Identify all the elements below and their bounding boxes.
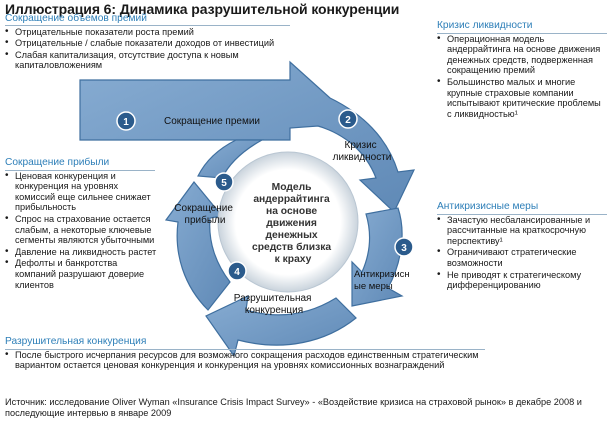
list-item: Спрос на страхование остается слабым, а … — [5, 214, 160, 246]
list-item: Ценовая конкуренция и конкуренция на уро… — [5, 171, 160, 213]
box-liquidity-crisis-divider — [437, 33, 607, 34]
box-profit-decline-title: Сокращение прибыли — [5, 157, 110, 168]
box-destructive-competition-title: Разрушительная конкуренция — [5, 336, 147, 347]
cycle-arrow-segment-5 — [164, 181, 231, 311]
box-anticrisis-measures: Антикризисные меры Зачастую несбалансиро… — [437, 201, 609, 292]
box-anticrisis-measures-divider — [437, 214, 607, 215]
cycle-arrow-segment-connector — [197, 139, 265, 179]
list-item: Отрицательные / слабые показатели доходо… — [5, 38, 295, 49]
step-4-label: Разрушительная конкуренция — [234, 293, 314, 316]
step-2: 2 — [338, 109, 358, 129]
source-note: Источник: исследование Oliver Wyman «Ins… — [5, 397, 582, 418]
svg-text:3: 3 — [401, 243, 407, 254]
box-profit-decline-divider — [5, 170, 155, 171]
step-3-label: Антикризисн ые меры — [354, 269, 412, 292]
cycle-arrow-segment-4 — [205, 294, 357, 358]
list-item: Не приводят к стратегическому дифференци… — [437, 270, 609, 291]
step-3: 3 — [394, 237, 414, 257]
list-item: Большинство малых и многие крупные страх… — [437, 77, 607, 119]
page-title: Иллюстрация 6: Динамика разрушительной к… — [5, 1, 400, 17]
list-item: Отрицательные показатели роста премий — [5, 27, 295, 38]
center-text: Модель андеррайтинга на основе движения … — [252, 182, 334, 265]
box-destructive-competition: Разрушительная конкуренция После быстрог… — [5, 336, 487, 372]
svg-text:5: 5 — [221, 178, 227, 189]
step-2-label: Кризис ликвидности — [333, 140, 392, 163]
box-profit-decline: Сокращение прибыли Ценовая конкуренция и… — [5, 157, 160, 291]
list-item: Давление на ликвидность растет — [5, 247, 160, 258]
step-5-label: Сокращение прибыли — [174, 203, 235, 226]
center-circle — [217, 151, 359, 293]
box-premium-decline-divider — [5, 25, 290, 26]
box-liquidity-crisis-title: Кризис ликвидности — [437, 20, 533, 31]
list-item: Зачастую несбалансированные и рассчитанн… — [437, 215, 609, 247]
step-1-label: Сокращение премии — [164, 116, 260, 127]
svg-text:1: 1 — [123, 117, 129, 128]
list-item: После быстрого исчерпания ресурсов для в… — [5, 350, 487, 371]
box-liquidity-crisis: Кризис ликвидности Операционная модель а… — [437, 20, 607, 120]
step-4: 4 — [227, 261, 247, 281]
box-premium-decline: Сокращение объемов премий Отрицательные … — [5, 13, 295, 72]
svg-text:4: 4 — [234, 267, 240, 278]
box-premium-decline-title: Сокращение объемов премий — [5, 13, 147, 24]
svg-text:2: 2 — [345, 115, 351, 126]
list-item: Слабая капитализация, отсутствие доступа… — [5, 50, 295, 71]
step-5: 5 — [214, 172, 234, 192]
box-destructive-competition-divider — [5, 349, 485, 350]
list-item: Дефолты и банкротства компаний разрушают… — [5, 258, 160, 290]
cycle-arrow-segment-3 — [351, 207, 404, 307]
list-item: Операционная модель андеррайтинга на осн… — [437, 34, 607, 76]
list-item: Ограничивают стратегические возможности — [437, 247, 609, 268]
box-anticrisis-measures-title: Антикризисные меры — [437, 201, 539, 212]
step-1: 1 — [116, 111, 136, 131]
